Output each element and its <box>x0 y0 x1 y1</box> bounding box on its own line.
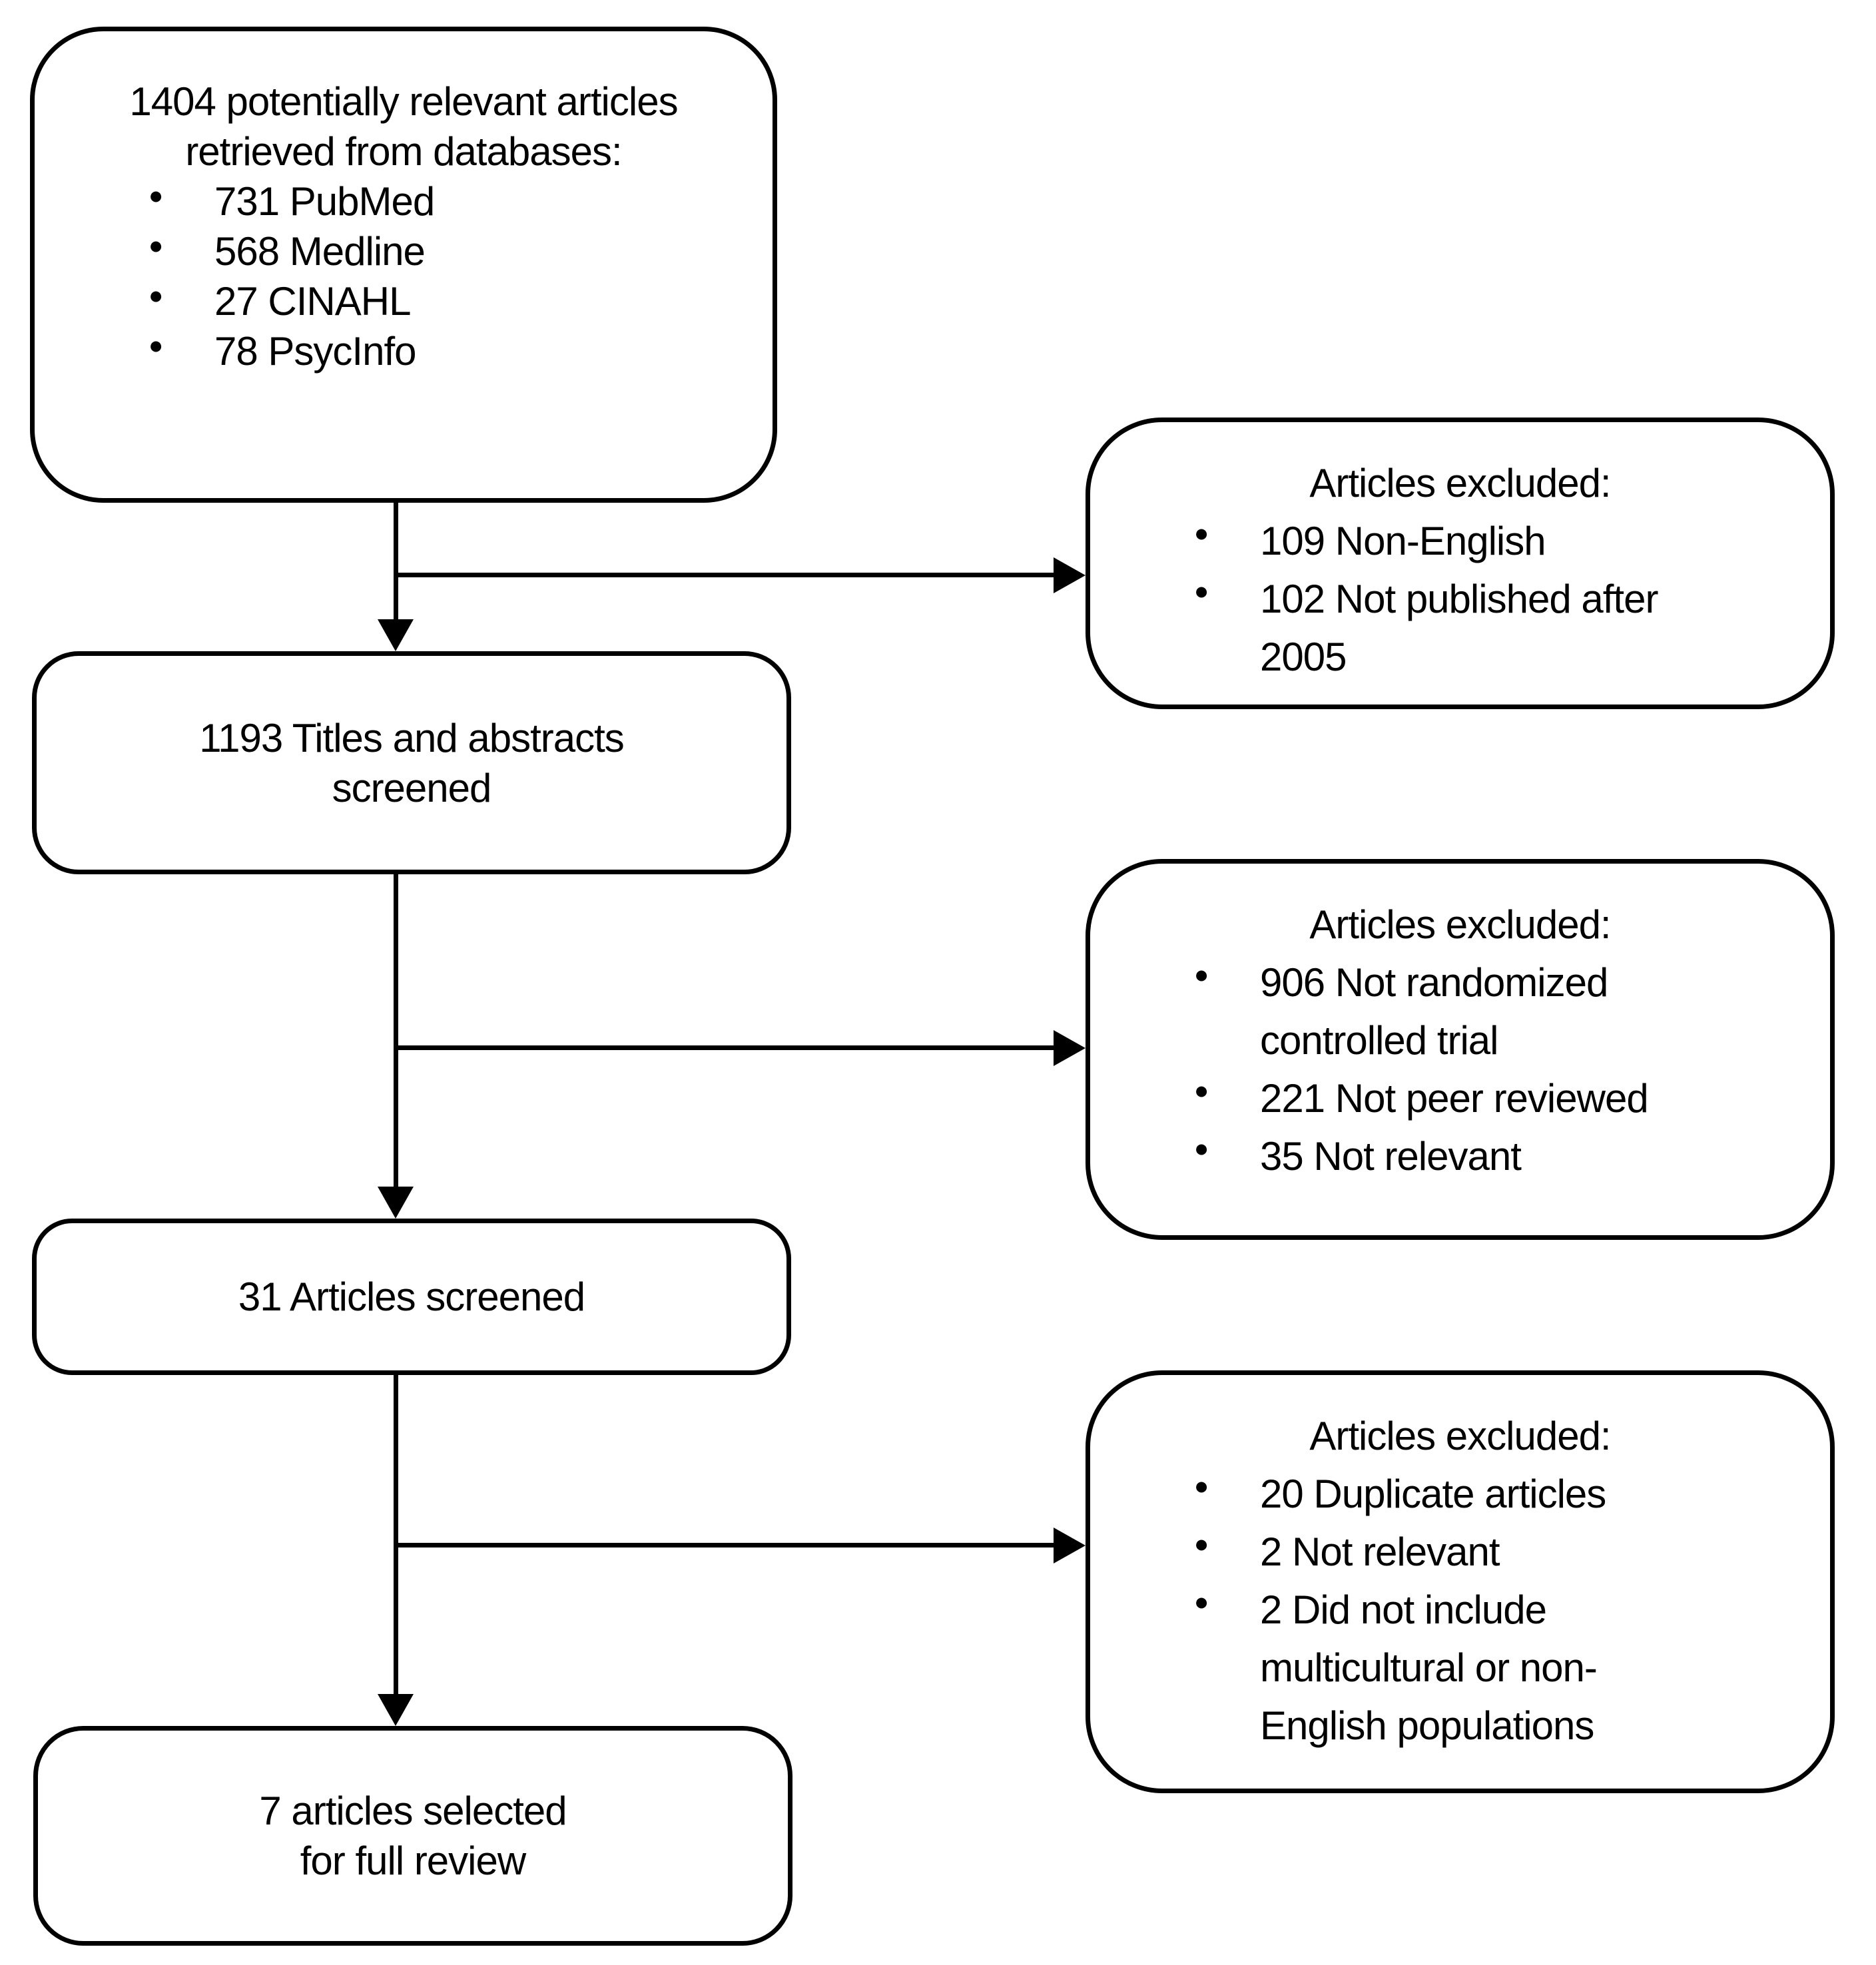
connector-articles-to-selected-line <box>394 1375 398 1696</box>
node-retrieved-articles: 1404 potentially relevant articles retri… <box>30 27 777 503</box>
arrow-right-icon <box>1054 557 1086 593</box>
node-retrieved-heading: 1404 potentially relevant articles retri… <box>129 79 678 174</box>
node-excluded-initial: Articles excluded: 109 Non-English 102 N… <box>1086 418 1835 709</box>
connector-retrieved-to-titles-line <box>394 503 398 624</box>
database-item: 27 CINAHL <box>145 276 773 326</box>
retrieved-database-list: 731 PubMed 568 Medline 27 CINAHL 78 Psyc… <box>35 176 773 376</box>
excluded-item: 35 Not relevant <box>1190 1127 1830 1185</box>
excluded-item: 102 Not published after 2005 <box>1190 570 1830 686</box>
arrow-right-icon <box>1054 1030 1086 1066</box>
database-item: 78 PsycInfo <box>145 326 773 376</box>
excluded-item: 109 Non-English <box>1190 512 1830 570</box>
excluded-initial-heading: Articles excluded: <box>1309 461 1611 505</box>
titles-screened-label: 1193 Titles and abstracts screened <box>199 715 625 810</box>
excluded-screening-heading: Articles excluded: <box>1309 902 1611 947</box>
node-excluded-fullreview: Articles excluded: 20 Duplicate articles… <box>1086 1370 1835 1793</box>
selected-articles-label: 7 articles selected for full review <box>259 1789 567 1883</box>
excluded-item: 20 Duplicate articles <box>1190 1465 1830 1523</box>
arrow-down-icon <box>378 1694 414 1726</box>
excluded-fullreview-list: 20 Duplicate articles 2 Not relevant 2 D… <box>1090 1465 1830 1755</box>
excluded-item: 221 Not peer reviewed <box>1190 1069 1830 1127</box>
node-titles-screened: 1193 Titles and abstracts screened <box>32 651 791 874</box>
excluded-item: 2 Not relevant <box>1190 1523 1830 1581</box>
node-articles-screened: 31 Articles screened <box>32 1219 791 1375</box>
database-item: 568 Medline <box>145 226 773 276</box>
arrow-down-icon <box>378 1187 414 1219</box>
arrow-down-icon <box>378 619 414 651</box>
node-excluded-screening: Articles excluded: 906 Not randomized co… <box>1086 859 1835 1240</box>
arrow-right-icon <box>1054 1528 1086 1563</box>
excluded-initial-list: 109 Non-English 102 Not published after … <box>1090 512 1830 686</box>
excluded-fullreview-heading: Articles excluded: <box>1309 1414 1611 1458</box>
connector-branch-excluded-initial-line <box>396 573 1054 577</box>
excluded-item: 906 Not randomized controlled trial <box>1190 954 1830 1069</box>
connector-branch-excluded-fullreview-line <box>396 1543 1054 1547</box>
node-selected-articles: 7 articles selected for full review <box>33 1726 792 1946</box>
connector-branch-excluded-screening-line <box>396 1045 1054 1050</box>
articles-screened-label: 31 Articles screened <box>238 1274 585 1319</box>
connector-titles-to-articles-line <box>394 874 398 1189</box>
excluded-item: 2 Did not include multicultural or non- … <box>1190 1581 1830 1755</box>
excluded-screening-list: 906 Not randomized controlled trial 221 … <box>1090 954 1830 1185</box>
database-item: 731 PubMed <box>145 176 773 226</box>
